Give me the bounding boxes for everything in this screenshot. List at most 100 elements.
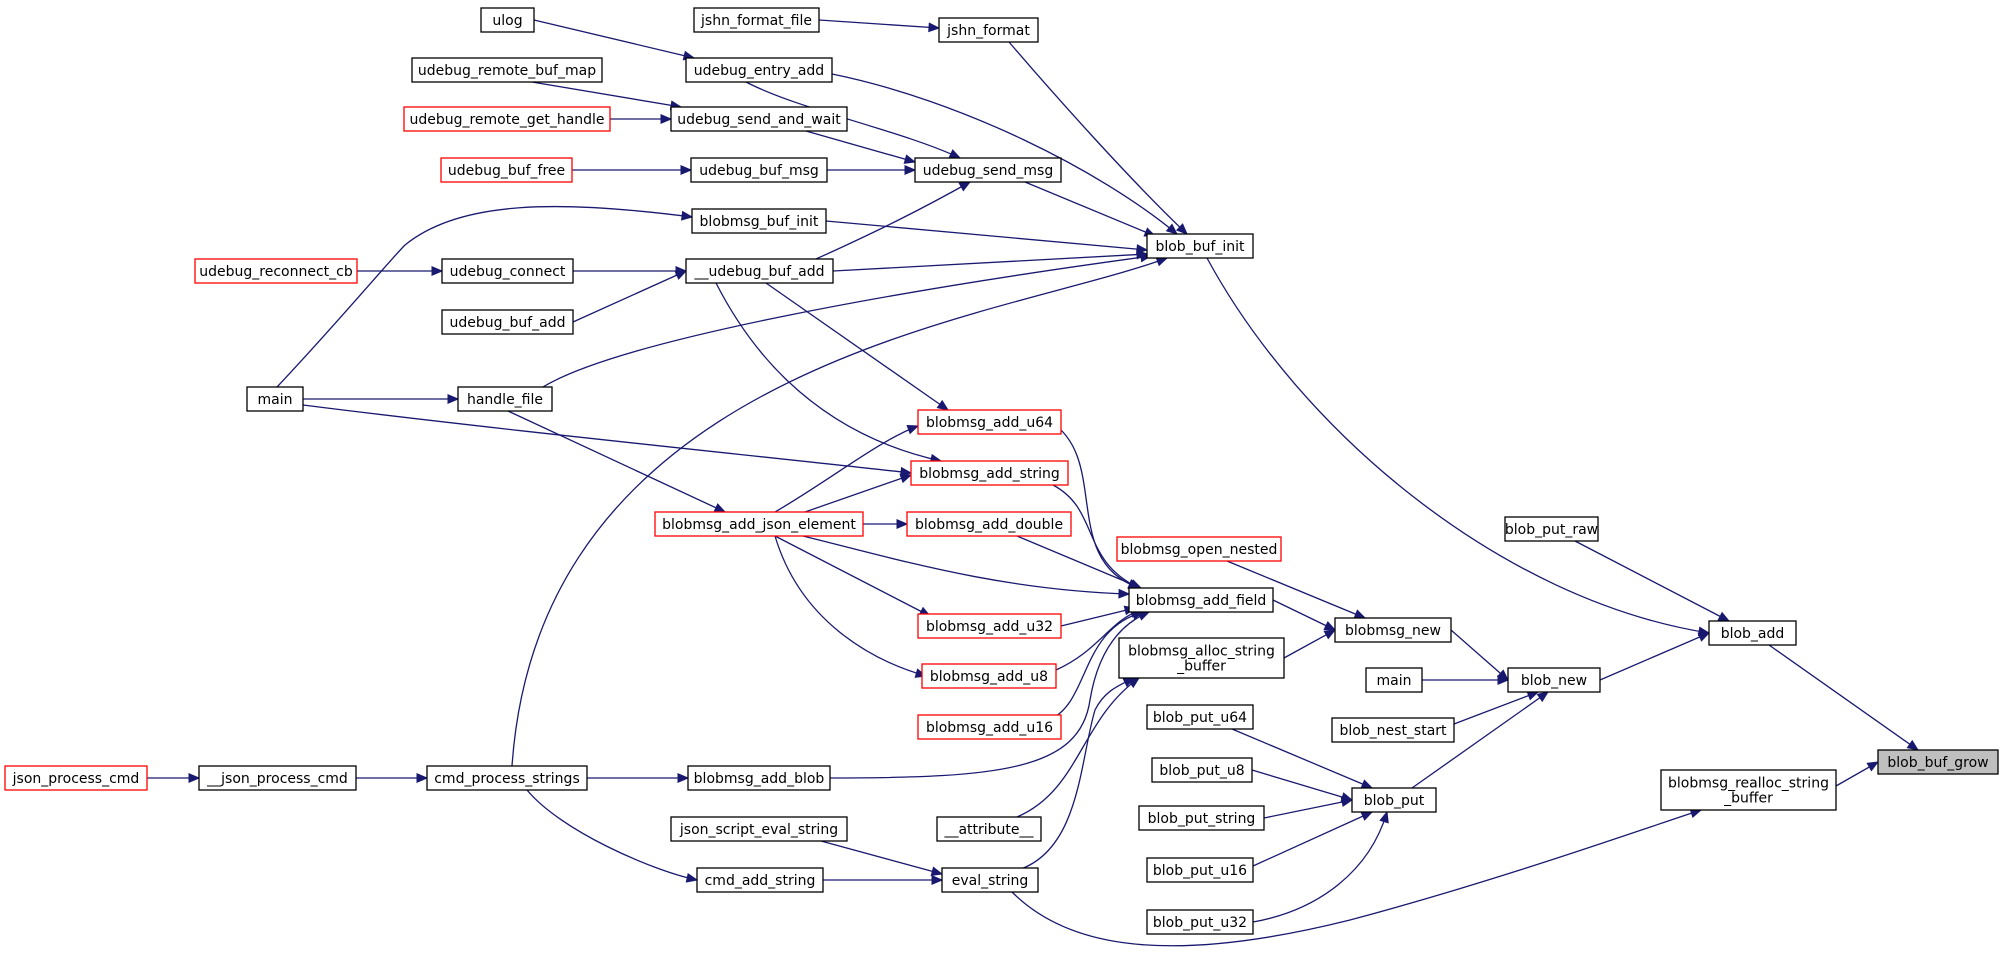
node-box[interactable]: [1118, 637, 1285, 679]
node-box[interactable]: [1146, 233, 1254, 259]
node-box[interactable]: [441, 309, 574, 335]
node-box[interactable]: [654, 511, 864, 537]
node-box[interactable]: [690, 157, 828, 183]
node-blob_nest_start[interactable]: blob_nest_start: [1331, 717, 1455, 743]
node-blobmsg_buf_init[interactable]: blobmsg_buf_init: [691, 208, 827, 234]
node-udebug_buf_msg[interactable]: udebug_buf_msg: [690, 157, 828, 183]
node-box[interactable]: [917, 409, 1062, 435]
node-json_script_eval_string[interactable]: json_script_eval_string: [670, 816, 848, 842]
node-box[interactable]: [426, 765, 588, 791]
node-blob_buf_grow[interactable]: blob_buf_grow: [1877, 749, 1999, 775]
node-blobmsg_realloc_string_buffer[interactable]: blobmsg_realloc_string_buffer: [1660, 769, 1837, 811]
node-blobmsg_add_json_element[interactable]: blobmsg_add_json_element: [654, 511, 864, 537]
node-blob_put_raw[interactable]: blob_put_raw: [1504, 516, 1599, 542]
node-udebug_connect[interactable]: udebug_connect: [441, 258, 574, 284]
node-blobmsg_add_u64[interactable]: blobmsg_add_u64: [917, 409, 1062, 435]
node-blob_put_u64[interactable]: blob_put_u64: [1146, 704, 1254, 730]
node-box[interactable]: [670, 816, 848, 842]
node-udebug_send_msg[interactable]: udebug_send_msg: [914, 157, 1062, 183]
node-handle_file[interactable]: handle_file: [457, 386, 553, 412]
node-box[interactable]: [670, 106, 848, 132]
node-box[interactable]: [1660, 769, 1837, 811]
node-blobmsg_add_double[interactable]: blobmsg_add_double: [906, 511, 1072, 537]
node-udebug_buf_add[interactable]: udebug_buf_add: [441, 309, 574, 335]
node-box[interactable]: [1138, 805, 1265, 831]
node-blob_put_string[interactable]: blob_put_string: [1138, 805, 1265, 831]
node-ulog[interactable]: ulog: [480, 7, 535, 33]
node-box[interactable]: [938, 17, 1039, 43]
node-udebug_send_and_wait[interactable]: udebug_send_and_wait: [670, 106, 848, 132]
node-udebug_buf_free[interactable]: udebug_buf_free: [440, 157, 573, 183]
node-blobmsg_add_string[interactable]: blobmsg_add_string: [910, 460, 1069, 486]
node-box[interactable]: [246, 386, 304, 412]
node-box[interactable]: [1504, 516, 1599, 542]
node-blobmsg_open_nested[interactable]: blobmsg_open_nested: [1116, 536, 1282, 562]
node-blobmsg_alloc_string_buffer[interactable]: blobmsg_alloc_string_buffer: [1118, 637, 1285, 679]
node-box[interactable]: [1151, 757, 1253, 783]
node-box[interactable]: [1877, 749, 1999, 775]
node-box[interactable]: [691, 208, 827, 234]
node-box[interactable]: [403, 106, 611, 132]
node-box[interactable]: [441, 258, 574, 284]
node-udebug_remote_get_handle[interactable]: udebug_remote_get_handle: [403, 106, 611, 132]
node-udebug_reconnect_cb[interactable]: udebug_reconnect_cb: [194, 258, 358, 284]
node-box[interactable]: [921, 663, 1057, 689]
node-blob_new[interactable]: blob_new: [1507, 667, 1601, 693]
node-blobmsg_add_u8[interactable]: blobmsg_add_u8: [921, 663, 1057, 689]
node-box[interactable]: [687, 765, 831, 791]
node-box[interactable]: [194, 258, 358, 284]
node-cmd_process_strings[interactable]: cmd_process_strings: [426, 765, 588, 791]
node-blobmsg_add_u16[interactable]: blobmsg_add_u16: [917, 714, 1062, 740]
node-blob_add[interactable]: blob_add: [1708, 620, 1797, 646]
node-box[interactable]: [917, 714, 1062, 740]
node-box[interactable]: [1351, 787, 1437, 813]
node-udebug_remote_buf_map[interactable]: udebug_remote_buf_map: [411, 57, 603, 83]
node-blobmsg_add_blob[interactable]: blobmsg_add_blob: [687, 765, 831, 791]
node-blobmsg_add_field[interactable]: blobmsg_add_field: [1128, 587, 1274, 613]
node-box[interactable]: [914, 157, 1062, 183]
node-box[interactable]: [685, 258, 834, 284]
node-blobmsg_new[interactable]: blobmsg_new: [1334, 617, 1452, 643]
node-box[interactable]: [1708, 620, 1797, 646]
node-box[interactable]: [1365, 667, 1423, 693]
node-__json_process_cmd[interactable]: __json_process_cmd: [198, 765, 357, 791]
node-udebug_entry_add[interactable]: udebug_entry_add: [685, 57, 833, 83]
node-box[interactable]: [910, 460, 1069, 486]
node-blob_buf_init[interactable]: blob_buf_init: [1146, 233, 1254, 259]
node-box[interactable]: [685, 57, 833, 83]
node-blob_put[interactable]: blob_put: [1351, 787, 1437, 813]
node-box[interactable]: [480, 7, 535, 33]
node-box[interactable]: [693, 7, 820, 33]
node-__attribute__[interactable]: __attribute__: [936, 816, 1042, 842]
node-blob_put_u32[interactable]: blob_put_u32: [1146, 909, 1254, 935]
node-jshn_format_file[interactable]: jshn_format_file: [693, 7, 820, 33]
node-box[interactable]: [440, 157, 573, 183]
node-main_1[interactable]: main: [246, 386, 304, 412]
node-box[interactable]: [1128, 587, 1274, 613]
node-box[interactable]: [917, 613, 1062, 639]
node-cmd_add_string[interactable]: cmd_add_string: [696, 867, 824, 893]
node-blobmsg_add_u32[interactable]: blobmsg_add_u32: [917, 613, 1062, 639]
node-box[interactable]: [906, 511, 1072, 537]
node-__udebug_buf_add[interactable]: __udebug_buf_add: [685, 258, 834, 284]
node-blob_put_u8[interactable]: blob_put_u8: [1151, 757, 1253, 783]
node-box[interactable]: [1331, 717, 1455, 743]
node-box[interactable]: [936, 816, 1042, 842]
node-box[interactable]: [1146, 704, 1254, 730]
node-box[interactable]: [941, 867, 1039, 893]
node-box[interactable]: [1334, 617, 1452, 643]
node-box[interactable]: [457, 386, 553, 412]
node-json_process_cmd[interactable]: json_process_cmd: [4, 765, 148, 791]
node-jshn_format[interactable]: jshn_format: [938, 17, 1039, 43]
node-box[interactable]: [1507, 667, 1601, 693]
node-blob_put_u16[interactable]: blob_put_u16: [1146, 857, 1254, 883]
node-box[interactable]: [411, 57, 603, 83]
node-box[interactable]: [696, 867, 824, 893]
node-box[interactable]: [1146, 857, 1254, 883]
node-box[interactable]: [4, 765, 148, 791]
node-main_2[interactable]: main: [1365, 667, 1423, 693]
node-eval_string[interactable]: eval_string: [941, 867, 1039, 893]
node-box[interactable]: [1146, 909, 1254, 935]
node-box[interactable]: [198, 765, 357, 791]
node-box[interactable]: [1116, 536, 1282, 562]
